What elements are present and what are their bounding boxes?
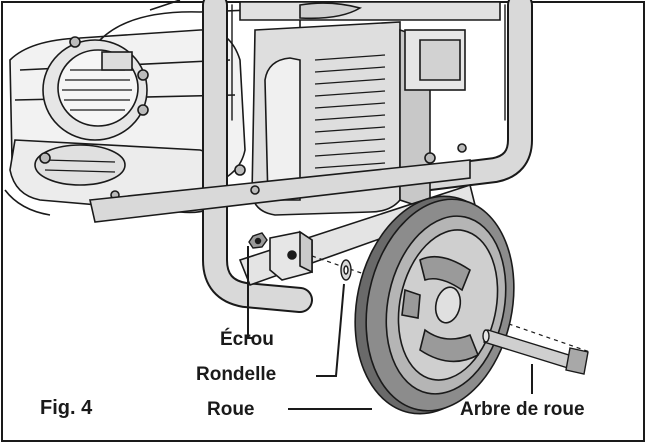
leader-rondelle [316, 283, 345, 377]
callout-axle-label: Arbre de roue [460, 399, 585, 420]
fan-cover [42, 36, 149, 141]
nut-part [248, 232, 268, 249]
figure-label: Fig. 4 [40, 397, 93, 419]
axle-part [482, 329, 589, 375]
callout-wheel-label: Roue [207, 399, 255, 420]
frame-tube [202, 0, 533, 313]
wheel-bracket [269, 230, 313, 281]
callout-nut-label: Écrou [220, 329, 274, 350]
callout-washer-label: Rondelle [196, 364, 277, 385]
washer-part [340, 259, 352, 281]
control-shroud [251, 21, 466, 216]
wheel-part [354, 195, 515, 415]
leader-lines [247, 246, 533, 410]
top-rail [239, 1, 501, 21]
leader-ecrou [247, 246, 252, 339]
